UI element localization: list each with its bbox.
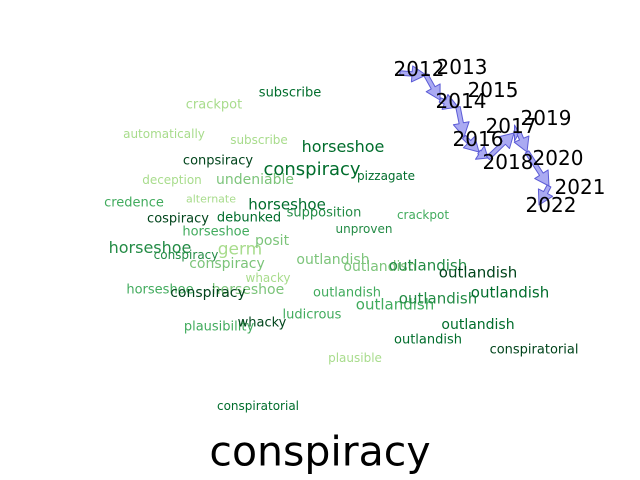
cloud-word: whacky <box>237 315 287 331</box>
year-label: 2018 <box>482 150 534 174</box>
cloud-word: pizzagate <box>357 169 415 183</box>
year-label: 2013 <box>436 55 488 79</box>
year-label: 2020 <box>532 146 584 170</box>
cloud-word: posit <box>254 233 290 249</box>
cloud-word: crackpot <box>396 208 450 222</box>
cloud-word: outlandish <box>296 252 370 268</box>
cloud-word: cospiracy <box>147 211 209 227</box>
year-label: 2019 <box>520 106 572 130</box>
cloud-word: conspiratorial <box>216 399 300 413</box>
trajectory-arrow <box>461 134 480 153</box>
trajectory-arrow <box>513 131 530 153</box>
year-label: 2015 <box>467 78 519 102</box>
trajectory-arrow <box>438 94 459 110</box>
cloud-word: outlandish <box>441 317 515 333</box>
cloud-word: deception <box>142 173 202 187</box>
trajectory-arrow <box>452 106 470 138</box>
trajectory-arrow <box>399 65 427 83</box>
year-label: 2017 <box>485 114 537 138</box>
cloud-word: conpsiracy <box>182 153 254 169</box>
cloud-word: conspiracy <box>153 248 219 262</box>
cloud-word: undeniable <box>216 172 294 188</box>
cloud-word: outlandish <box>398 289 478 308</box>
cloud-word: horseshoe <box>126 282 194 298</box>
cloud-word: unproven <box>335 222 393 236</box>
cloud-word: subscribe <box>230 133 288 147</box>
cloud-word: conspiracy <box>189 256 265 272</box>
cloud-word: outlandish <box>343 259 417 275</box>
cloud-word: horseshoe <box>182 224 250 240</box>
trajectory-arrow <box>513 124 520 142</box>
cloud-word: horseshoe <box>211 282 285 298</box>
cloud-word: horseshoe <box>301 137 385 156</box>
cloud-word: conspiracy <box>263 159 361 180</box>
year-label: 2014 <box>435 89 487 113</box>
cloud-word: outlandish <box>355 295 435 314</box>
trajectory-arrow <box>475 145 489 160</box>
cloud-word: conspiratorial <box>489 342 579 358</box>
cloud-word: supposition <box>286 205 362 221</box>
cloud-word: conspiracy <box>170 285 246 301</box>
cloud-word: outlandish <box>313 285 381 301</box>
cloud-word: crackpot <box>185 97 243 113</box>
trajectory-arrow <box>423 73 441 101</box>
cloud-word: outlandish <box>470 283 550 302</box>
year-label: 2016 <box>452 127 504 151</box>
cloud-word: automatically <box>123 127 205 141</box>
cloud-word: debunked <box>216 210 282 226</box>
cloud-word: subscribe <box>258 85 322 101</box>
cloud-word: plausible <box>328 351 382 365</box>
cloud-word: horseshoe <box>108 238 192 257</box>
cloud-word: outlandish <box>394 332 462 348</box>
cloud-word: credence <box>104 195 164 211</box>
cloud-word: ludicrous <box>282 307 342 323</box>
trajectory-arrow <box>524 150 550 187</box>
cloud-word: alternate <box>186 192 236 206</box>
diagram-title: conspiracy <box>209 427 431 476</box>
cloud-word: whacky <box>245 271 291 285</box>
year-label: 2021 <box>554 175 606 199</box>
cloud-word: outlandish <box>388 256 468 275</box>
year-label: 2012 <box>393 57 445 81</box>
trajectory-arrow <box>537 184 554 206</box>
trajectory-arrow <box>486 132 515 161</box>
cloud-word: plausibility <box>183 319 255 335</box>
cloud-word: outlandish <box>438 263 518 282</box>
cloud-word: germ <box>217 239 263 260</box>
year-label: 2022 <box>525 193 577 217</box>
cloud-word: horseshoe <box>248 195 326 214</box>
